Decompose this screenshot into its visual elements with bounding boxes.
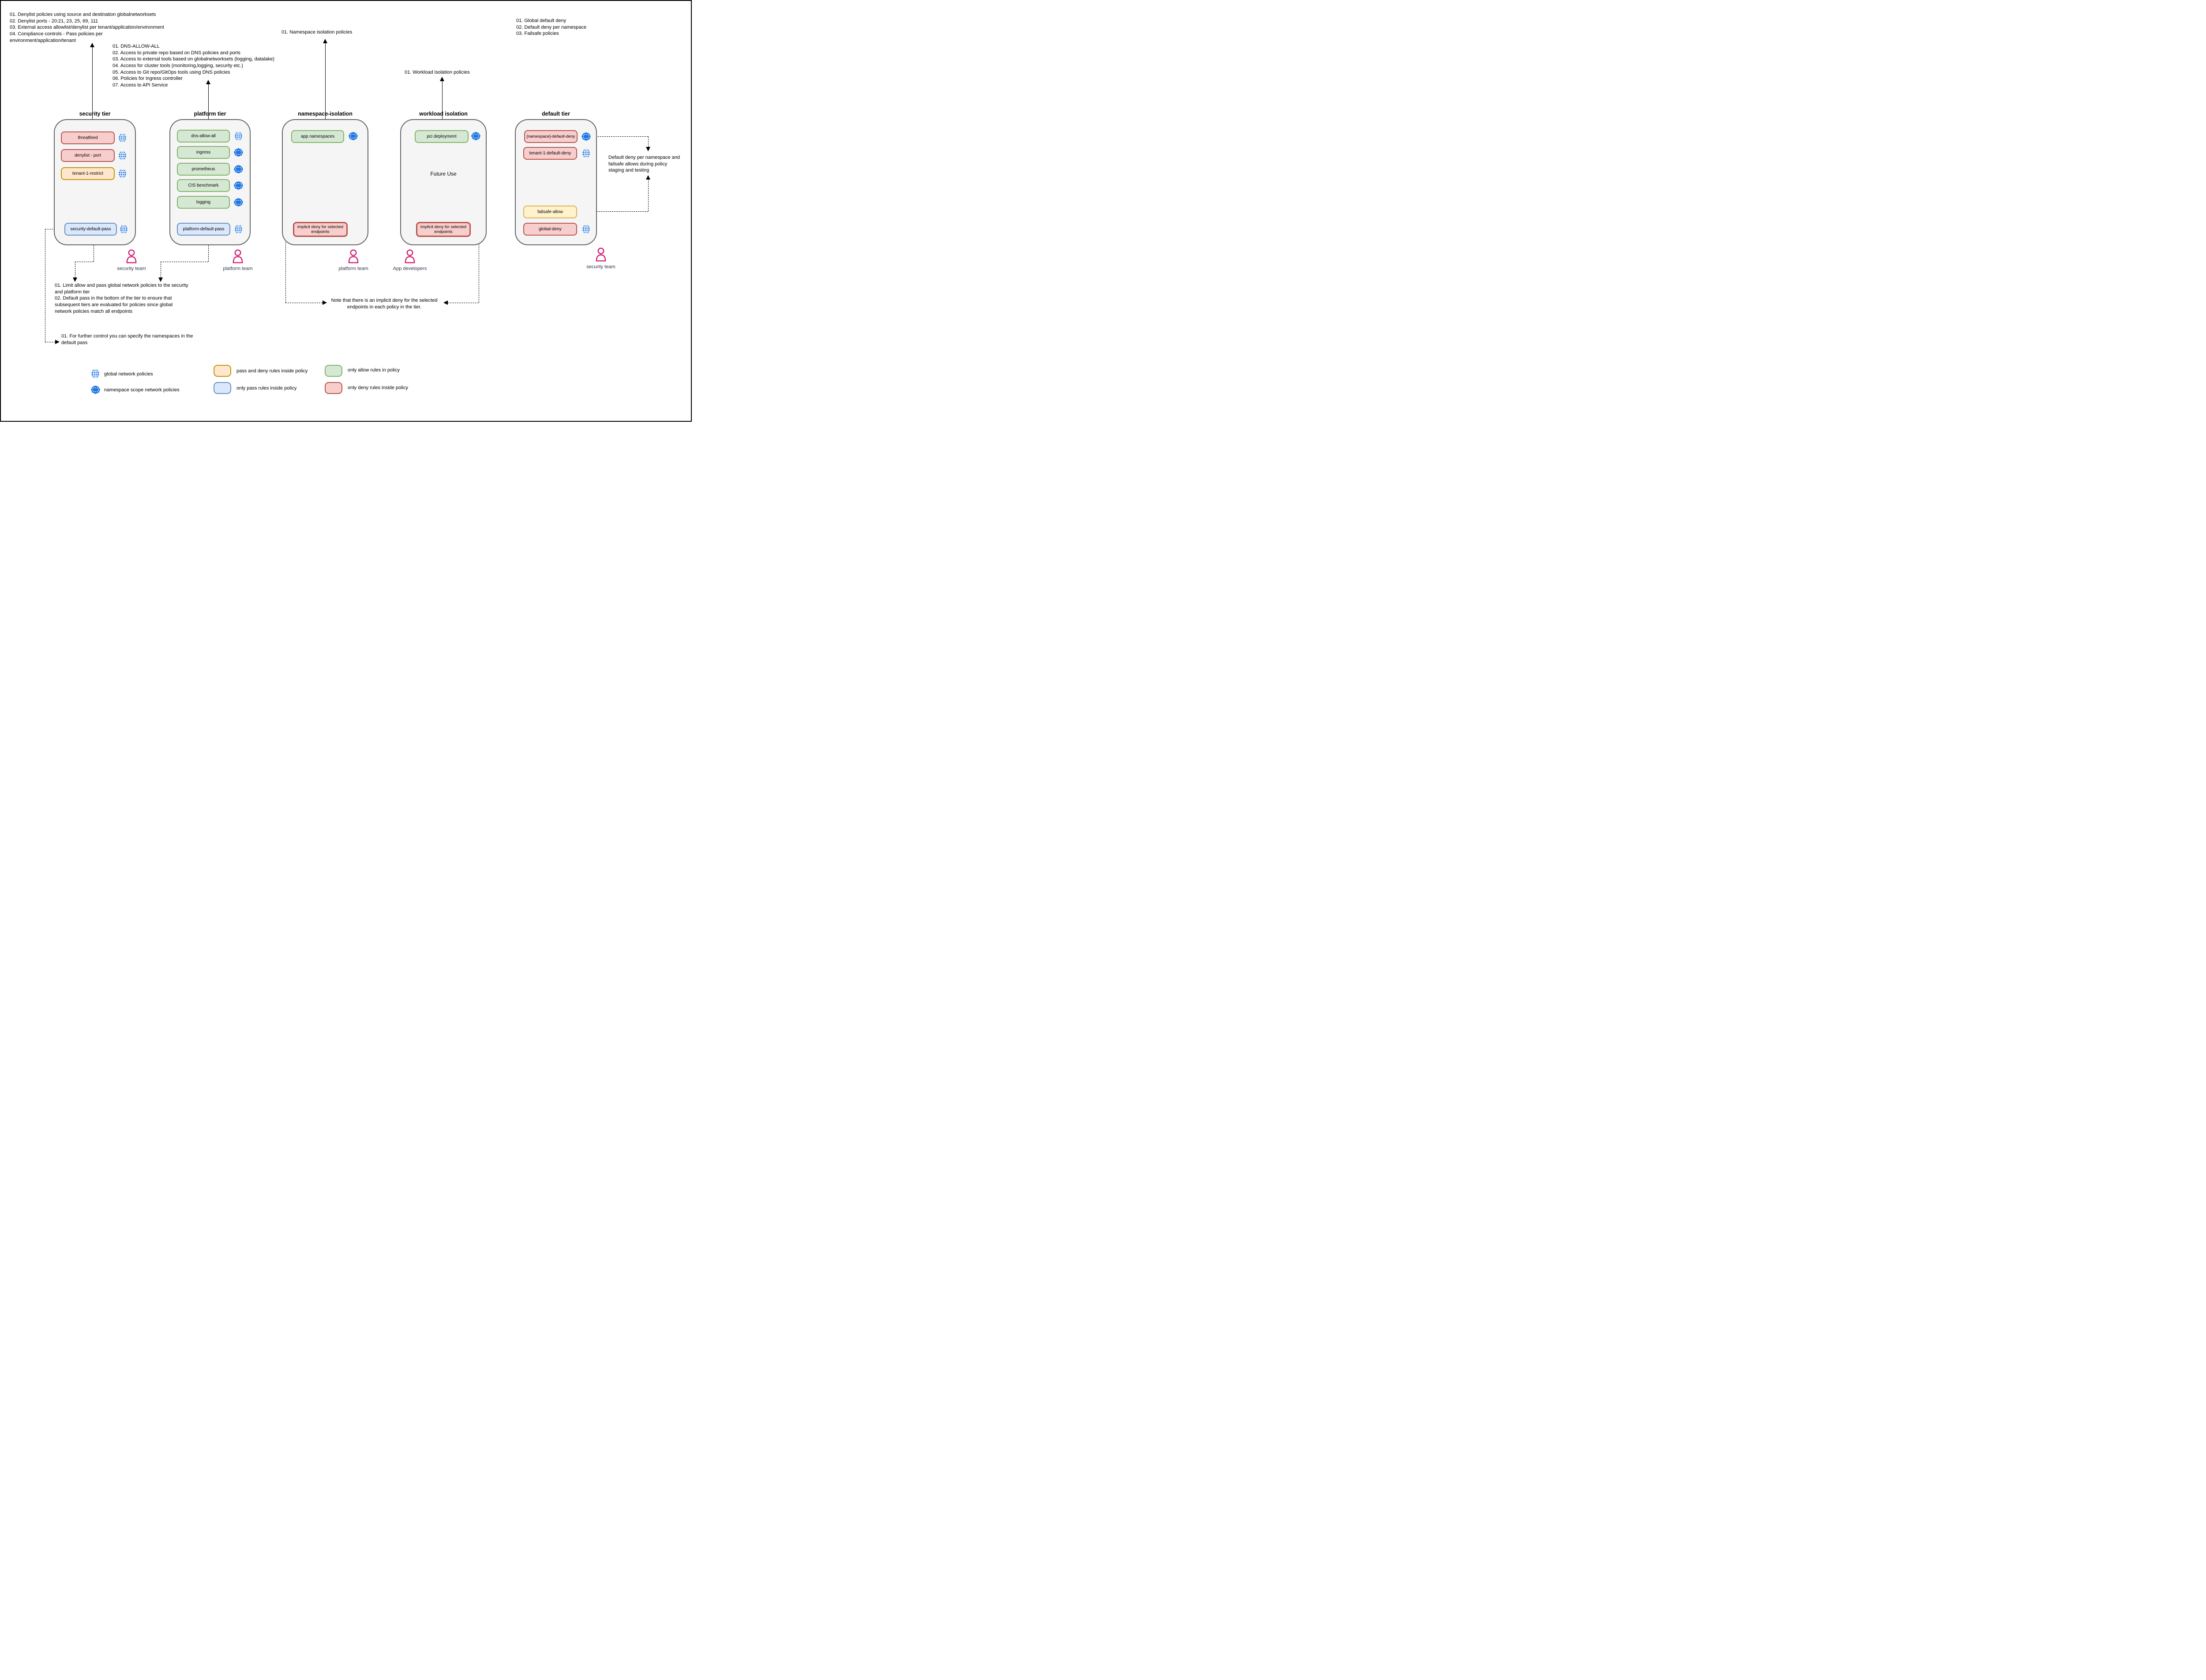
connector-failsafe-arrowhead [646, 175, 650, 180]
legend-swatch-pass-and-deny [214, 365, 231, 377]
policy-dns-allow-all: dns-allow-all [177, 130, 230, 142]
workload-isolation-note: 01. Workload isolation policies [405, 70, 470, 75]
policy-ns-implicit-deny: implicit deny for selected endpoints [293, 222, 348, 237]
namespace-tier-arrow-line [325, 43, 326, 119]
connector-nsdd-h [578, 136, 648, 137]
platform-tier-arrowhead [206, 80, 210, 84]
policy-tenant-1-restrict: tenant-1-restrict [61, 167, 115, 180]
platform-tier-notes: 01. DNS-ALLOW-ALL 02. Access to private … [113, 44, 274, 88]
global-network-policy-icon [582, 225, 590, 234]
namespace-tier-arrowhead [323, 39, 327, 43]
connector-platform-bottom-arrowhead [158, 278, 163, 282]
legend-swatch-pass [214, 382, 231, 394]
person-icon [405, 249, 415, 263]
person-icon [126, 249, 137, 263]
connector-platform-bottom-v1 [208, 245, 209, 262]
legend-label-pass-and-deny: pass and deny rules inside policy [236, 368, 308, 374]
policy-prometheus: prometheus [177, 163, 230, 176]
policy-failsafe-allow: failsafe-allow [523, 206, 577, 218]
namespace-policy-icon [234, 165, 243, 173]
namespace-isolation-note: 01. Namespace isolation policies [281, 30, 353, 35]
policy-ingress: ingress [177, 146, 230, 159]
policy-platform-default-pass: platform-default-pass [177, 223, 230, 236]
namespace-policy-legend-icon [91, 386, 100, 394]
connector-default-pass-arrowhead [55, 340, 60, 344]
legend-label-namespace: namespace scope network policies [104, 387, 180, 393]
namespace-policy-icon [349, 132, 358, 140]
policy-cis-benchmark: CIS benchmark [177, 179, 230, 192]
default-tier-right-note: Default deny per namespace and failsafe … [608, 155, 680, 173]
namespace-policy-icon [234, 148, 243, 157]
policy-namespace-default-deny: [namespace]-default-deny [524, 130, 578, 143]
namespace-policy-icon [582, 132, 591, 141]
policy-denylist-port: denylist - port [61, 149, 115, 162]
tier-title-platform: platform tier [194, 111, 226, 117]
security-platform-bottom-note: 01. Limit allow and pass global network … [55, 283, 188, 314]
platform-tier-arrow-line [208, 84, 209, 119]
global-network-policy-icon [234, 131, 243, 141]
legend-swatch-deny [325, 382, 342, 394]
tier-title-namespace-isolation: namespace-isolation [298, 111, 353, 117]
namespace-policy-icon [234, 198, 243, 206]
workload-tier-arrow-line [442, 81, 443, 119]
legend-label-pass: only pass rules inside policy [236, 386, 297, 391]
policy-threatfeed: threatfeed [61, 131, 115, 144]
implicit-deny-note: Note that there is an implicit deny for … [331, 298, 438, 310]
global-network-policy-icon [118, 169, 127, 178]
connector-nsdd-arrowhead [646, 147, 650, 151]
connector-failsafe-v [648, 179, 649, 211]
connector-wl-implicit-arrowhead [443, 300, 448, 305]
team-label-security-2: security team [586, 264, 615, 270]
connector-ns-implicit-arrowhead [323, 300, 327, 305]
connector-security-bottom-arrowhead [73, 278, 77, 282]
security-tier-arrow-line [92, 47, 93, 119]
team-label-app-developers: App developers [393, 266, 427, 271]
policy-wl-implicit-deny: implicit deny for selected endpoints [416, 222, 471, 237]
global-network-policy-icon [120, 225, 128, 234]
security-tier-notes: 01. Denylist policies using source and d… [10, 12, 164, 43]
policy-global-deny: global-deny [523, 223, 577, 236]
connector-failsafe-h [577, 211, 648, 212]
workload-tier-arrowhead [440, 77, 444, 81]
tier-title-workload-isolation: workload isolation [419, 111, 468, 117]
policy-tenant-1-default-deny: tenant-1-default-deny [523, 147, 577, 160]
global-network-policy-icon [234, 225, 243, 234]
global-network-policy-icon [118, 133, 127, 142]
default-pass-note: 01. For further control you can specify … [61, 334, 193, 345]
connector-ns-implicit-v [285, 229, 286, 303]
legend-swatch-allow [325, 365, 342, 377]
security-tier-arrowhead [90, 43, 94, 47]
policy-pci-deployment: pci deployment [415, 130, 469, 143]
network-policy-tiers-diagram: 01. Denylist policies using source and d… [0, 0, 692, 422]
namespace-policy-icon [234, 181, 243, 190]
team-label-platform-2: platform team [338, 266, 368, 271]
legend-label-global: global network policies [104, 371, 153, 377]
global-network-policy-icon [582, 149, 590, 158]
person-icon [596, 248, 606, 262]
team-label-security-1: security team [117, 266, 146, 271]
policy-logging: logging [177, 196, 230, 209]
connector-nsdd-v [648, 136, 649, 147]
team-label-platform-1: platform team [223, 266, 253, 271]
namespace-policy-icon [471, 132, 480, 140]
policy-app-namespaces: app namespaces [291, 130, 344, 143]
future-use-label: Future Use [430, 171, 457, 177]
policy-security-default-pass: security-default-pass [64, 223, 117, 236]
global-network-policy-legend-icon [91, 369, 100, 379]
person-icon [233, 249, 243, 263]
legend-label-allow: only allow rules in policy [348, 368, 400, 373]
tier-title-security: security tier [79, 111, 111, 117]
tier-title-default: default tier [542, 111, 570, 117]
person-icon [348, 249, 359, 263]
default-tier-notes: 01. Global default deny 02. Default deny… [516, 18, 586, 37]
legend-label-deny: only deny rules inside policy [348, 385, 408, 390]
global-network-policy-icon [118, 151, 127, 160]
